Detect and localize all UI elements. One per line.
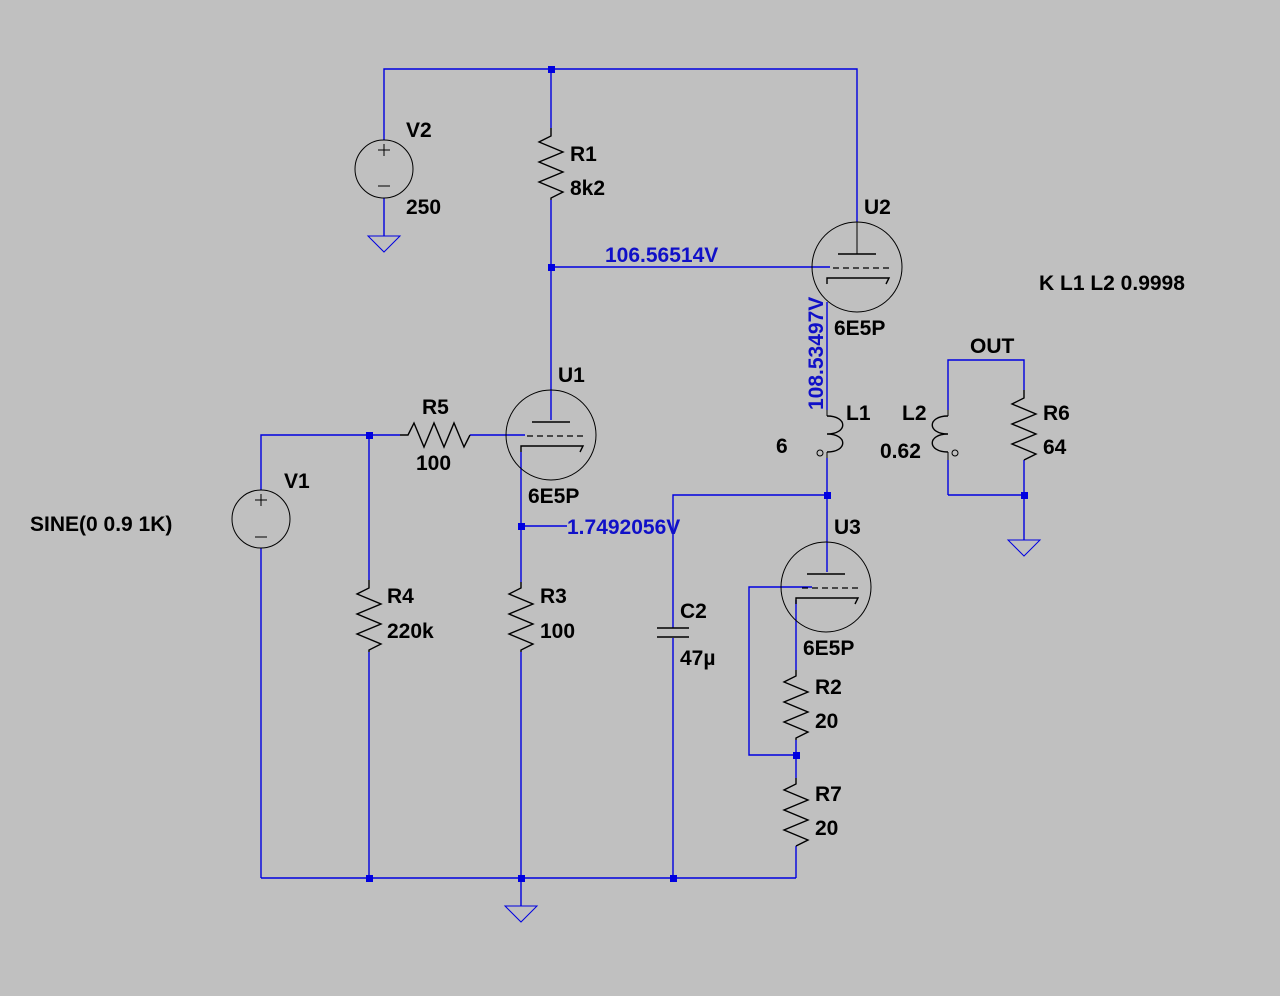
voltage-label-u1-cathode: 1.7492056V: [567, 516, 680, 539]
capacitor-c2: C2 47µ: [657, 600, 715, 670]
u2-value: 6E5P: [834, 317, 885, 340]
wire-top-rail: [383, 68, 858, 222]
v1-value: SINE(0 0.9 1K): [30, 513, 172, 536]
wire-c2-top: [672, 494, 827, 628]
voltage-source-v2: V2 250: [354, 119, 441, 219]
ground-out: [1006, 539, 1042, 557]
r4-name: R4: [387, 585, 414, 608]
triode-u3: U3 6E5P: [780, 516, 872, 660]
u1-name: U1: [558, 364, 585, 387]
r6-name: R6: [1043, 402, 1070, 425]
c2-name: C2: [680, 600, 707, 623]
junction: [366, 875, 373, 882]
c2-value: 47µ: [680, 647, 715, 670]
r2-value: 20: [815, 710, 838, 733]
junction: [366, 432, 373, 439]
r7-value: 20: [815, 817, 838, 840]
wire-v1-r5: [260, 434, 400, 490]
net-label-out: OUT: [970, 335, 1015, 358]
resistor-r6: R6 64: [1010, 390, 1070, 461]
u2-name: U2: [864, 196, 891, 219]
u1-value: 6E5P: [528, 485, 579, 508]
u3-value: 6E5P: [803, 637, 854, 660]
resistor-r5: R5 100: [400, 396, 471, 475]
ground-main: [503, 905, 539, 923]
wire-out-loop: [947, 359, 1025, 410]
triode-u1: U1 6E5P: [505, 364, 597, 508]
resistor-r1: R1 8k2: [537, 128, 605, 200]
v2-name: V2: [406, 119, 432, 142]
r3-value: 100: [540, 620, 575, 643]
r1-name: R1: [570, 143, 597, 166]
junction: [824, 492, 831, 499]
v2-value: 250: [406, 196, 441, 219]
u3-name: U3: [834, 516, 861, 539]
l2-name: L2: [902, 402, 927, 425]
ground-v2: [366, 235, 402, 253]
inductor-l1: L1 6: [776, 402, 871, 458]
junction: [793, 752, 800, 759]
coupling-directive: K L1 L2 0.9998: [1039, 272, 1185, 295]
junction: [518, 523, 525, 530]
resistor-r7: R7 20: [782, 778, 842, 847]
r4-value: 220k: [387, 620, 434, 643]
l1-value: 6: [776, 435, 788, 458]
resistor-r2: R2 20: [782, 670, 842, 740]
r7-name: R7: [815, 783, 842, 806]
junction: [548, 66, 555, 73]
junction: [1021, 492, 1028, 499]
inductor-l2: L2 0.62: [880, 402, 959, 463]
l1-name: L1: [846, 402, 871, 425]
voltage-source-v1: V1 SINE(0 0.9 1K): [30, 470, 310, 549]
junctions: [366, 66, 1028, 882]
v1-name: V1: [284, 470, 310, 493]
resistor-r4: R4 220k: [355, 580, 434, 652]
r1-value: 8k2: [570, 177, 605, 200]
voltage-label-u2-cathode: 108.53497V: [805, 297, 828, 410]
r2-name: R2: [815, 676, 842, 699]
r5-value: 100: [416, 452, 451, 475]
r5-name: R5: [422, 396, 449, 419]
junction: [518, 875, 525, 882]
junction: [670, 875, 677, 882]
l2-value: 0.62: [880, 440, 921, 463]
resistor-r3: R3 100: [507, 582, 575, 652]
wires: [260, 68, 1025, 906]
r6-value: 64: [1043, 436, 1067, 459]
triode-u2: U2 6E5P: [811, 196, 903, 340]
junction: [548, 264, 555, 271]
r3-name: R3: [540, 585, 567, 608]
voltage-label-u1-plate: 106.56514V: [605, 244, 718, 267]
